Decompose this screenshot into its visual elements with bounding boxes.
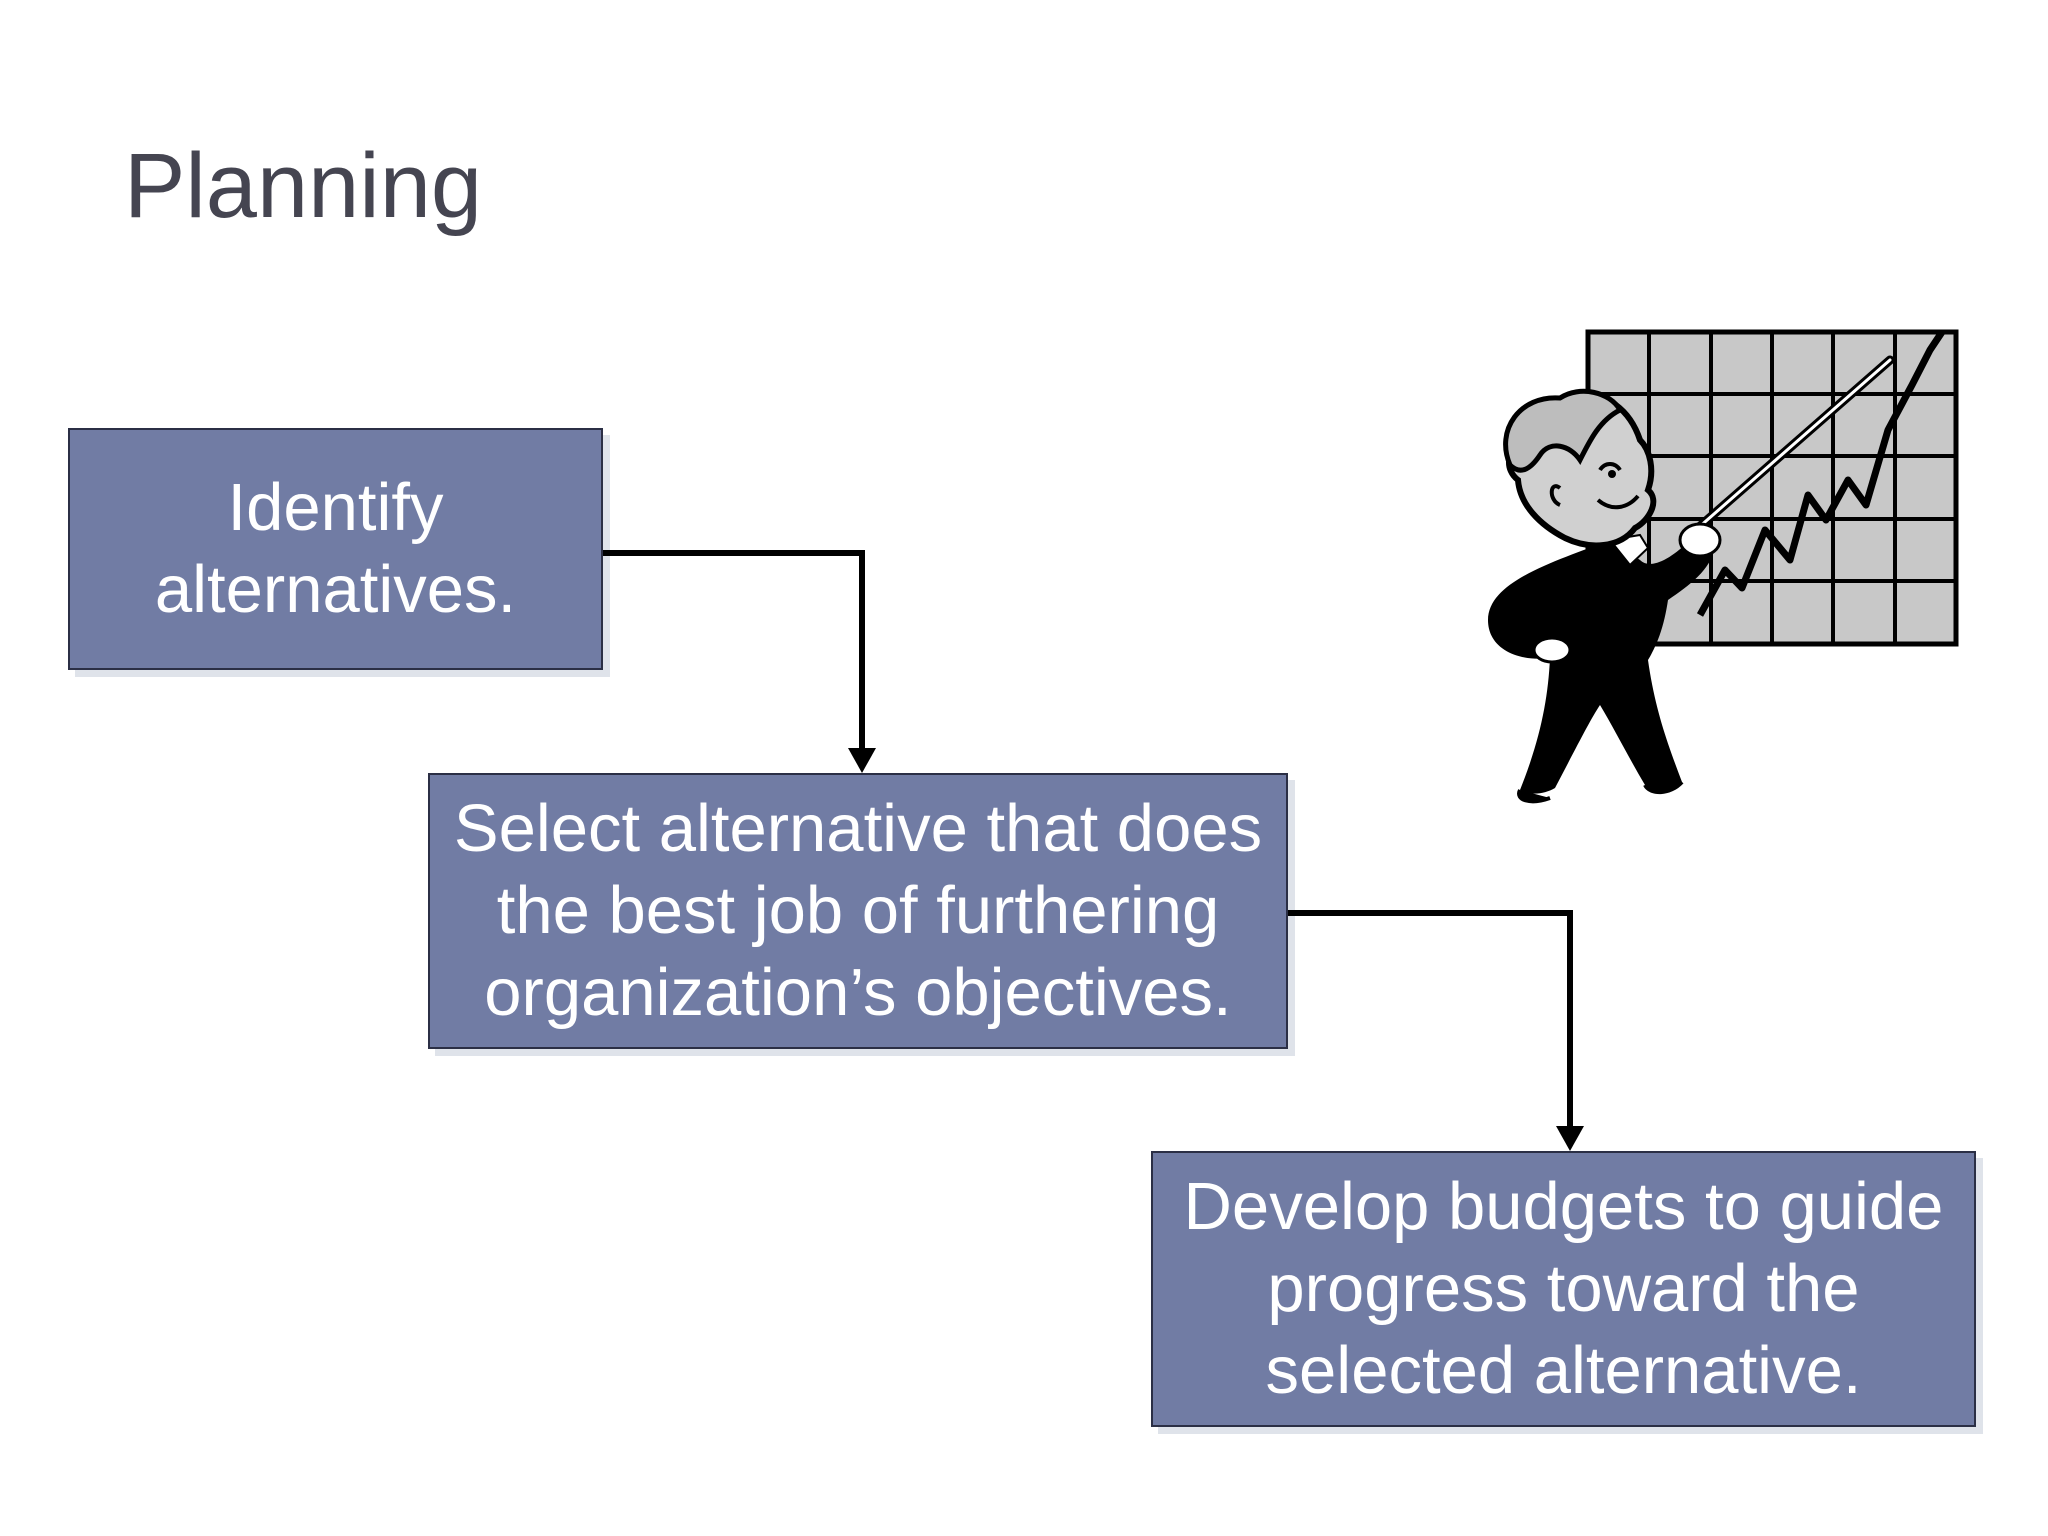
step-develop-budgets: Develop budgets to guide progress toward…	[1151, 1151, 1976, 1427]
connector-1-to-2	[603, 550, 876, 773]
step-line: Select alternative that does	[453, 791, 1263, 866]
step-line: alternatives.	[154, 552, 517, 627]
step-line: organization’s objectives.	[484, 955, 1232, 1030]
step-line: the best job of furthering	[496, 873, 1220, 948]
step-line: progress toward the	[1267, 1251, 1860, 1326]
step-line: Identify	[227, 470, 444, 545]
pointer-stick	[1685, 355, 1895, 540]
step-identify-alternatives: Identify alternatives.	[68, 428, 603, 670]
step-line: Develop budgets to guide	[1183, 1169, 1944, 1244]
arrowhead-down-icon	[848, 748, 876, 773]
arrowhead-down-icon	[1556, 1126, 1584, 1151]
step-select-alternative: Select alternative that does the best jo…	[428, 773, 1288, 1049]
step-text: Identify alternatives.	[155, 467, 516, 631]
connector-2-to-3	[1288, 910, 1584, 1151]
connector-line	[603, 550, 865, 752]
connector-line	[1288, 910, 1573, 1130]
chart-board	[1585, 329, 1959, 647]
slide-title: Planning	[124, 135, 483, 237]
step-text: Develop budgets to guide progress toward…	[1184, 1166, 1944, 1412]
step-text: Select alternative that does the best jo…	[454, 788, 1262, 1034]
step-line: selected alternative.	[1265, 1333, 1862, 1408]
